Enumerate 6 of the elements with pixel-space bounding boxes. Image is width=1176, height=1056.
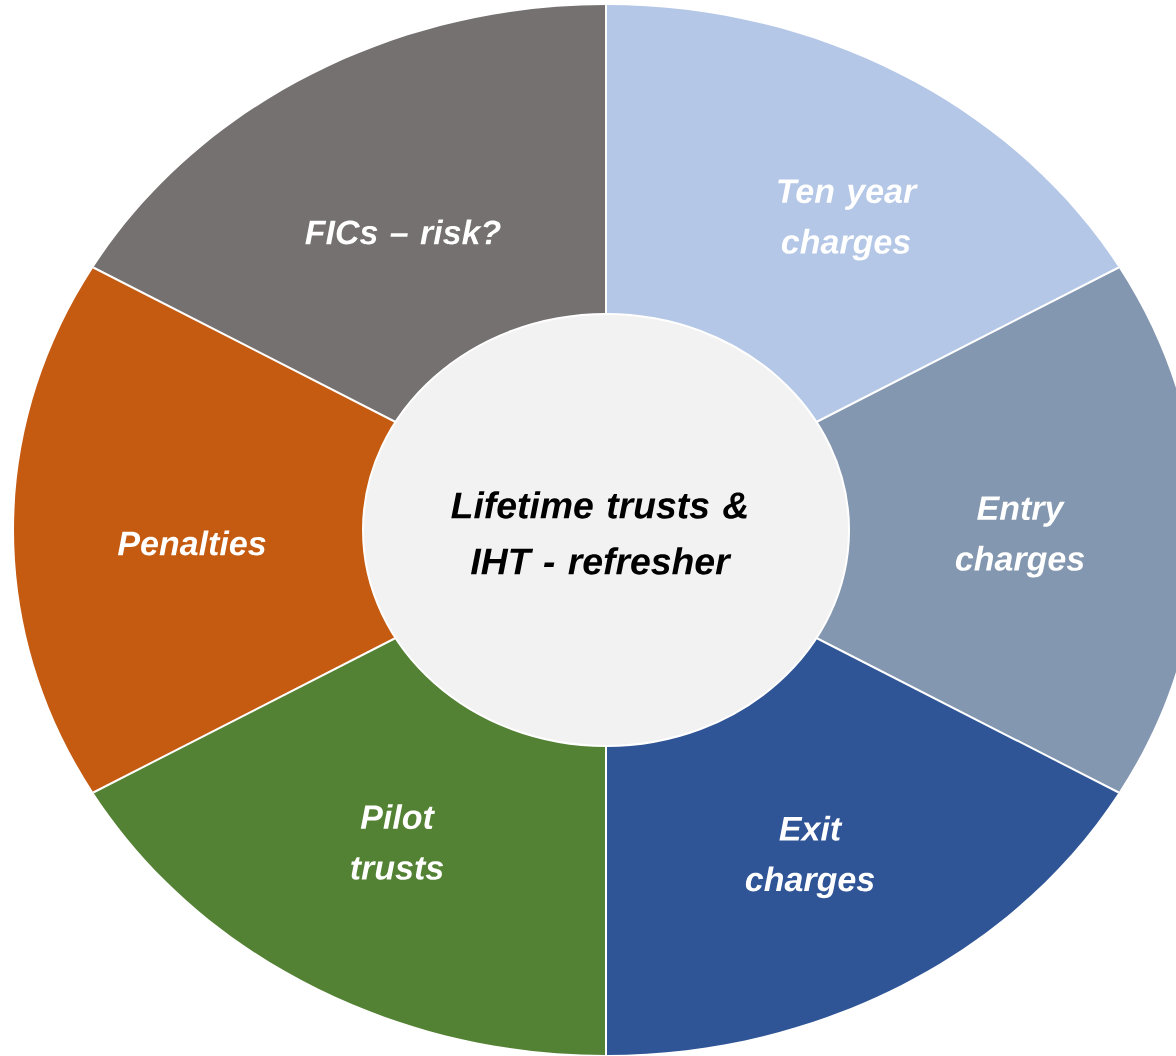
- ring-segment: FICs – risk?: [93, 5, 606, 422]
- ring-segment: Ten year charges: [606, 5, 1119, 422]
- ring-segment: Pilot trusts: [93, 638, 606, 1055]
- ring-segment: Exit charges: [606, 638, 1119, 1055]
- ring-segment: Entry charges: [816, 267, 1176, 793]
- ring-segment: Penalties: [14, 267, 396, 793]
